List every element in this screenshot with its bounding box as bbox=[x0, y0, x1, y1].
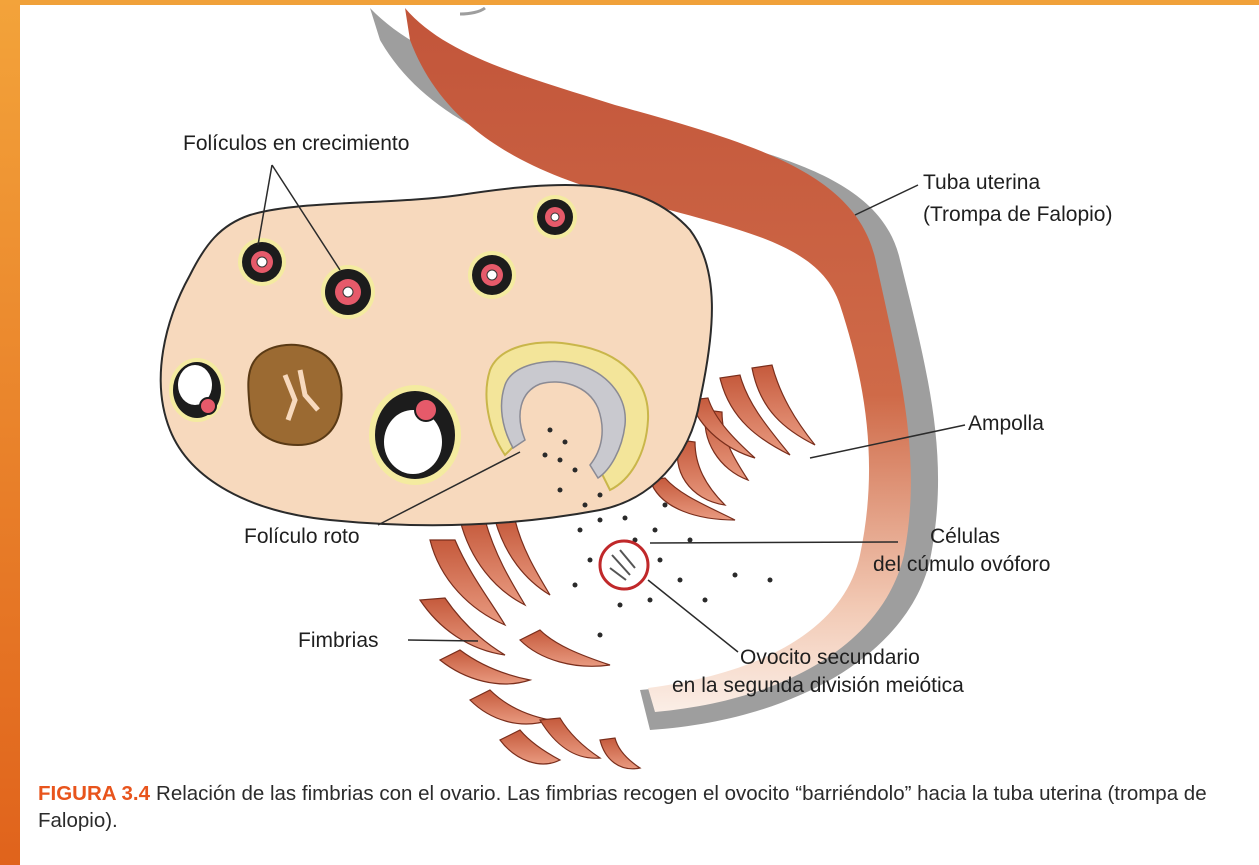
follicle-4 bbox=[533, 195, 577, 239]
label-fimbriae: Fimbrias bbox=[298, 629, 379, 652]
corpus-luteum bbox=[248, 345, 341, 445]
ovary-fimbriae-diagram: Folículos en crecimiento Tuba uterina (T… bbox=[0, 0, 1259, 780]
label-cumulus-line2: del cúmulo ovóforo bbox=[873, 553, 1050, 576]
antral-follicle-middle bbox=[369, 385, 461, 485]
antral-follicle-left bbox=[169, 358, 225, 422]
label-growing-follicles: Folículos en crecimiento bbox=[183, 132, 409, 155]
label-uterine-tube-alt: (Trompa de Falopio) bbox=[923, 203, 1112, 226]
label-cumulus-line1: Células bbox=[930, 525, 1000, 548]
label-uterine-tube: Tuba uterina bbox=[923, 171, 1040, 194]
label-ampulla: Ampolla bbox=[968, 412, 1044, 435]
caption-text: Relación de las fimbrias con el ovario. … bbox=[38, 782, 1207, 832]
label-oocyte-line1: Ovocito secundario bbox=[740, 646, 920, 669]
label-oocyte-line2: en la segunda división meiótica bbox=[672, 674, 964, 697]
secondary-oocyte bbox=[600, 541, 648, 589]
label-ruptured-follicle: Folículo roto bbox=[244, 525, 360, 548]
figure-number: FIGURA 3.4 bbox=[38, 782, 150, 805]
follicle-2 bbox=[321, 265, 375, 319]
follicle-1 bbox=[238, 238, 286, 286]
follicle-3 bbox=[468, 251, 516, 299]
